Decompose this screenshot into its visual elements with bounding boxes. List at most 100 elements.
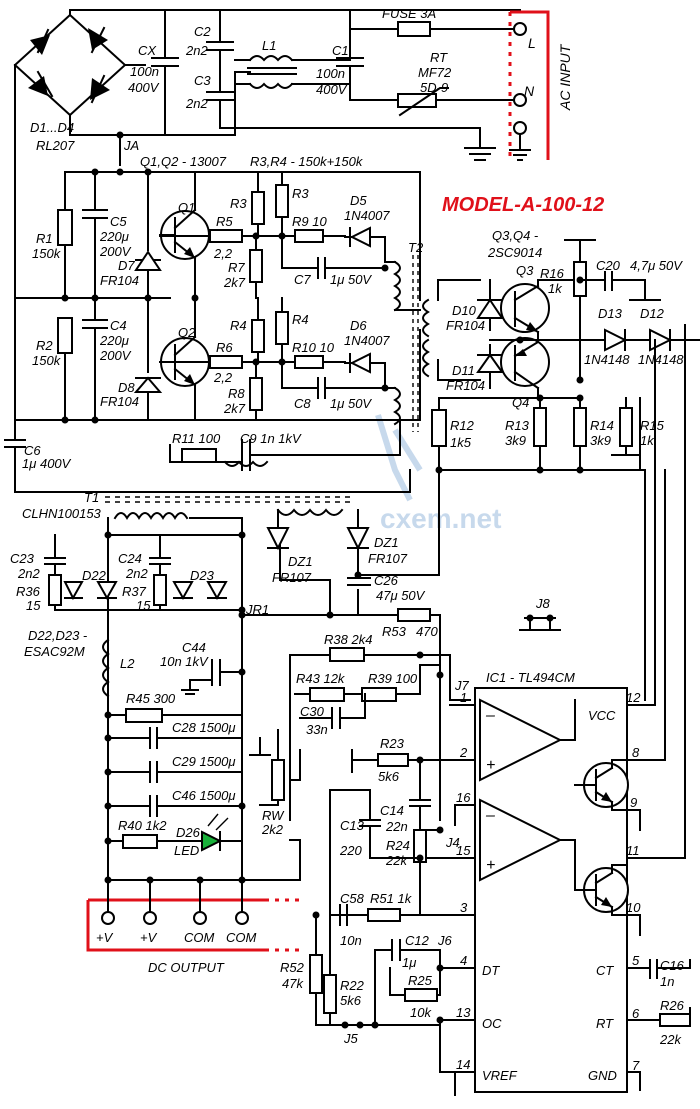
label-j7: J7 [454, 678, 470, 693]
pin-5: 5 [632, 953, 640, 968]
pin-6: 6 [632, 1006, 640, 1021]
fuse [349, 21, 521, 37]
terminal-L [513, 22, 527, 36]
label-c20: C20 [596, 258, 621, 273]
label-r14a: R14 [590, 418, 614, 433]
label-r13a: R13 [505, 418, 530, 433]
label-c30a: C30 [300, 704, 325, 719]
label-r13b: 3k9 [505, 433, 526, 448]
terminal-label-3: COM [184, 930, 215, 945]
label-r3a: R3 [230, 196, 247, 211]
label-d7a: D7 [118, 258, 135, 273]
label-r23b: 5k6 [378, 769, 400, 784]
label-c20b: 4,7μ 50V [630, 258, 683, 273]
label-j5: J5 [343, 1031, 359, 1046]
label-c26b: 47μ 50V [376, 588, 426, 603]
label-d26a: D26 [176, 825, 201, 840]
diode-d11 [476, 344, 504, 389]
terminal-earth [513, 121, 527, 135]
label-r12a: R12 [450, 418, 475, 433]
label-d6a: D6 [350, 318, 367, 333]
label-r3b: R3 [292, 186, 309, 201]
terminal-com1 [193, 911, 207, 925]
label-c7a: C7 [294, 272, 311, 287]
label-r14b: 3k9 [590, 433, 611, 448]
label-q34b: 2SC9014 [487, 245, 542, 260]
diode-d10 [476, 279, 504, 331]
capacitor-c2 [206, 9, 234, 73]
label-c9: C9 1n 1kV [240, 431, 302, 446]
ic-opamp-plus-2: + [486, 857, 495, 874]
label-c4c: 200V [99, 348, 132, 363]
ic-name: IC1 - TL494CM [486, 670, 575, 685]
label-r23: R23 [380, 736, 405, 751]
label-j6: J6 [437, 933, 453, 948]
ic-pin-vcc: VCC [588, 708, 616, 723]
label-c3a: C3 [194, 73, 211, 88]
pin-14: 14 [456, 1057, 470, 1072]
pin-9: 9 [630, 795, 637, 810]
ic-pin-vref: VREF [482, 1068, 518, 1083]
label-r6a: R6 [216, 340, 233, 355]
label-d2223a: D22,D23 - [28, 628, 88, 643]
label-dz2a: DZ1 [374, 535, 399, 550]
pin-15: 15 [456, 843, 471, 858]
label-r8a: R8 [228, 386, 245, 401]
transistor-q2 [159, 297, 210, 421]
label-c7b: 1μ 50V [330, 272, 372, 287]
label-r37a: R37 [122, 584, 147, 599]
label-r7b: 2k7 [223, 275, 246, 290]
label-d5a: D5 [350, 193, 367, 208]
label-t2: T2 [408, 240, 424, 255]
label-c12b: 1μ [402, 955, 416, 970]
label-r52b: 47k [282, 976, 304, 991]
ac-input-label: AC INPUT [557, 43, 573, 111]
pin-8: 8 [632, 745, 640, 760]
label-r36a: R36 [16, 584, 41, 599]
label-d10a: D10 [452, 303, 477, 318]
label-r1b: 150k [32, 246, 62, 261]
transformer-t2 [393, 171, 430, 432]
label-c4b: 220μ [99, 333, 129, 348]
label-q4: Q4 [512, 395, 529, 410]
label-c23a: C23 [10, 551, 35, 566]
label-r53: R53 [382, 624, 407, 639]
dc-output-frame [86, 898, 300, 952]
terminal-label-4: COM [226, 930, 257, 945]
label-c44: C44 [182, 640, 206, 655]
terminal-N-label: N [524, 83, 535, 99]
label-t1b: CLHN100153 [22, 506, 102, 521]
label-c24a: C24 [118, 551, 142, 566]
label-r22: R22 [340, 978, 365, 993]
label-r4b: R4 [292, 312, 309, 327]
label-q12: Q1,Q2 - 13007 [140, 154, 227, 169]
label-r43: R43 12k [296, 671, 346, 686]
label-c5a: C5 [110, 214, 127, 229]
label-cx1: CX [138, 43, 157, 58]
label-r38: R38 2k4 [324, 632, 372, 647]
label-c12: C12 [405, 933, 430, 948]
label-r45: R45 300 [126, 691, 176, 706]
pin-12: 12 [626, 690, 641, 705]
label-r40: R40 1k2 [118, 818, 167, 833]
label-c16b: 1n [660, 974, 674, 989]
label-rwb: 2k2 [261, 822, 284, 837]
ic-pin-ct: CT [596, 963, 614, 978]
inductor-l1 [234, 9, 351, 101]
label-r25b: 10k [410, 1005, 432, 1020]
label-c5b: 220μ [99, 229, 129, 244]
label-c28: C28 1500μ [172, 720, 236, 735]
transistor-q4 [500, 337, 550, 399]
dc-output-label: DC OUTPUT [148, 960, 225, 975]
label-c30b: 33n [306, 722, 328, 737]
diode-d8 [133, 297, 163, 421]
label-l2: L2 [120, 656, 135, 671]
label-c13b: 220 [339, 843, 362, 858]
label-r24b: 22k [385, 853, 408, 868]
label-r8b: 2k7 [223, 401, 246, 416]
ac-terminal-frame [508, 10, 550, 160]
diode-d7 [134, 171, 162, 299]
label-r5b: 2,2 [213, 246, 233, 261]
junction-dots [61, 131, 584, 1029]
pin-16: 16 [456, 790, 471, 805]
